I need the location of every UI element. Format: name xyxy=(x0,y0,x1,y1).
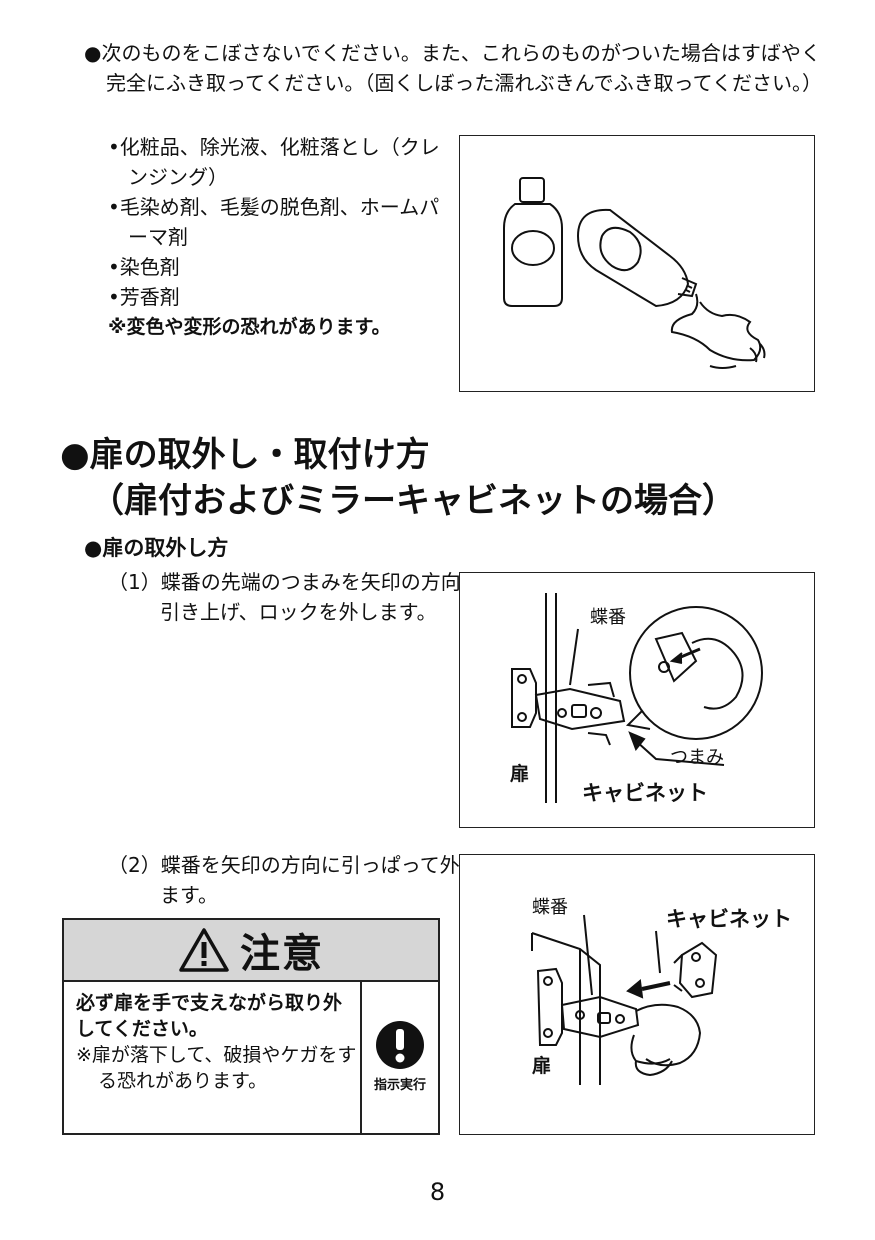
bottles-illustration xyxy=(503,177,766,369)
substance-list: •化粧品、除光液、化粧落とし（クレンジング） •毛染め剤、毛髪の脱色剤、ホームパ… xyxy=(108,132,448,342)
mandatory-action-label: 指示実行 xyxy=(373,1078,426,1093)
mandatory-action-mark: 指示実行 xyxy=(362,980,438,1133)
page-number: 8 xyxy=(429,1178,446,1206)
section-title-line1: ●扉の取外し・取付け方 xyxy=(60,435,430,475)
spill-illustration xyxy=(459,135,815,392)
step2-text: （2）蝶番を矢印の方向に引っぱって外します。 xyxy=(108,853,480,907)
label-hinge: 蝶番 xyxy=(532,897,568,918)
intro-text: ●次のものをこぼさないでください。また、これらのものがついた場合はすばやく完全に… xyxy=(84,41,822,95)
label-cabinet: キャビネット xyxy=(582,781,708,805)
label-hinge: 蝶番 xyxy=(590,607,626,628)
intro-paragraph: ●次のものをこぼさないでください。また、これらのものがついた場合はすばやく完全に… xyxy=(84,38,824,98)
step1-illustration: 蝶番 つまみ 扉 キャビネット xyxy=(459,572,815,828)
caution-note: ※扉が落下して、破損やケガをする恐れがあります。 xyxy=(76,1044,357,1092)
step2-illustration: 蝶番 キャビネット 扉 xyxy=(459,854,815,1135)
caution-body: 必ず扉を手で支えながら取り外してください。 ※扉が落下して、破損やケガをする恐れ… xyxy=(76,990,358,1094)
label-cabinet: キャビネット xyxy=(666,907,792,931)
caution-box: 注意 必ず扉を手で支えながら取り外してください。 ※扉が落下して、破損やケガをす… xyxy=(62,918,440,1135)
list-item: •染色剤 xyxy=(108,255,180,279)
list-item: •芳香剤 xyxy=(108,285,180,309)
caution-title: 注意 xyxy=(240,931,324,977)
caution-instruction: 必ず扉を手で支えながら取り外してください。 xyxy=(76,992,343,1040)
section-title-line2: （扉付およびミラーキャビネットの場合） xyxy=(90,481,736,521)
hinge-removal-diagram xyxy=(531,914,718,1085)
list-item: •毛染め剤、毛髪の脱色剤、ホームパーマ剤 xyxy=(108,195,440,249)
warning-triangle-icon xyxy=(179,928,229,972)
label-door: 扉 xyxy=(532,1055,552,1077)
label-knob: つまみ xyxy=(670,747,724,768)
exclamation-circle-icon xyxy=(376,1021,424,1069)
section-heading: ●扉の取外し・取付け方 （扉付およびミラーキャビネットの場合） xyxy=(60,432,736,524)
list-item: •化粧品、除光液、化粧落とし（クレンジング） xyxy=(108,135,440,189)
step1-text: （1）蝶番の先端のつまみを矢印の方向に引き上げ、ロックを外します。 xyxy=(108,570,481,624)
subsection-heading: ●扉の取外し方 xyxy=(84,536,229,560)
caution-divider xyxy=(360,980,362,1133)
deformation-warning: ※変色や変形の恐れがあります。 xyxy=(108,316,391,338)
label-door: 扉 xyxy=(510,763,530,785)
caution-header: 注意 xyxy=(64,920,438,982)
hinge-release-diagram xyxy=(511,593,763,803)
